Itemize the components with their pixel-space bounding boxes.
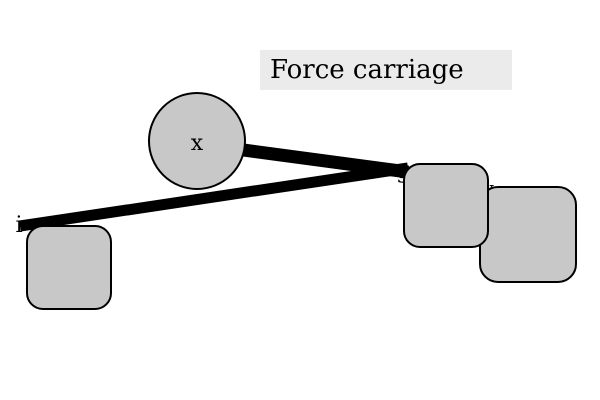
- pin-label-i: i: [15, 213, 22, 238]
- square-node-left: [26, 225, 112, 310]
- center-node-label: x: [191, 131, 204, 156]
- square-node-right: [479, 186, 577, 283]
- diagram-title: Force carriage: [270, 55, 464, 85]
- connector-x-to-g: [235, 142, 409, 179]
- title-background: [260, 50, 512, 90]
- connector-i-to-g: [19, 162, 409, 232]
- center-node: [148, 92, 246, 190]
- square-node-middle: [403, 163, 489, 248]
